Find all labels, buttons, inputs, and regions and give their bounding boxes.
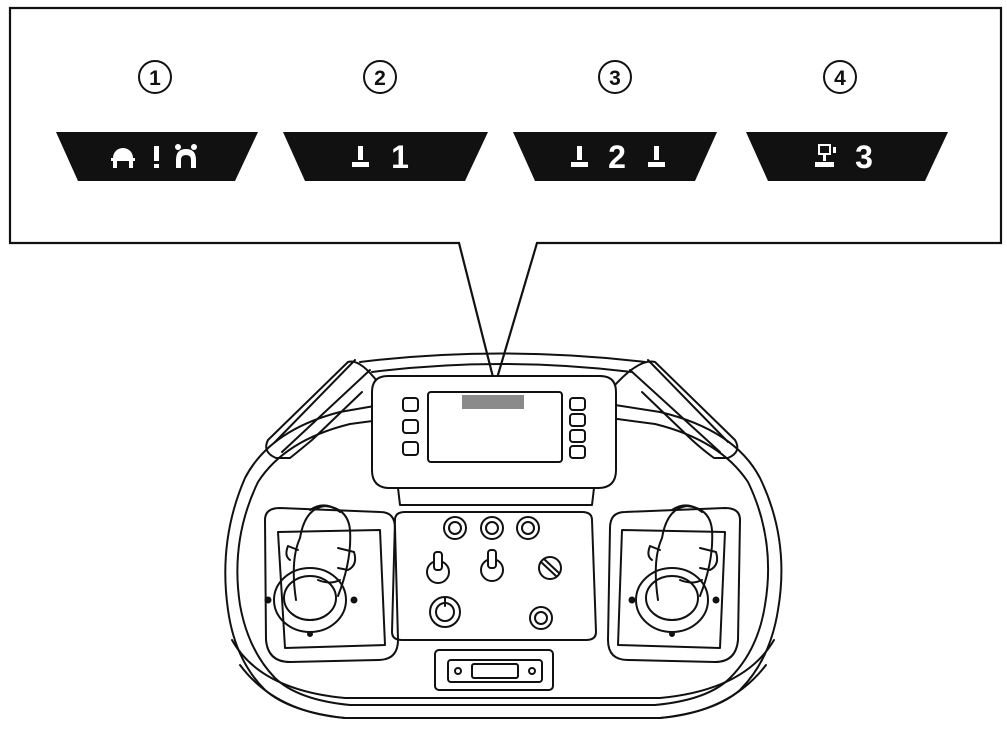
svg-text:1: 1	[149, 67, 161, 90]
display-housing	[371, 375, 617, 489]
callout-3-number: 3	[598, 60, 632, 94]
callout-2-number: 2	[363, 60, 397, 94]
svg-text:4: 4	[834, 67, 846, 90]
controller-body	[224, 384, 783, 719]
svg-text:2: 2	[374, 67, 386, 90]
connector-housing	[434, 649, 554, 691]
svg-text:3: 3	[609, 67, 621, 90]
controller	[224, 352, 783, 719]
display-button-right-1[interactable]	[569, 397, 586, 411]
toggle-switch-2[interactable]	[480, 549, 504, 582]
right-handle	[614, 360, 739, 459]
large-dial[interactable]	[429, 596, 461, 628]
operator-warning-icon	[111, 144, 197, 168]
connector-port	[471, 663, 519, 679]
display-button-right-2[interactable]	[569, 413, 586, 427]
knob-2[interactable]	[480, 516, 504, 540]
rotary-selector[interactable]	[538, 556, 562, 580]
left-joystick-pod	[264, 507, 399, 663]
callout-1-number: 1	[138, 60, 172, 94]
indicator-tab-4: 3	[746, 132, 948, 181]
indicator-label-4: 3	[855, 139, 873, 175]
warning-bar-icon	[352, 146, 369, 167]
indicator-tab-1	[56, 132, 258, 181]
left-handle	[265, 360, 381, 459]
warning-bar-icon	[571, 146, 588, 167]
display-button-left-1[interactable]	[402, 397, 419, 412]
push-button[interactable]	[529, 606, 553, 630]
screen-indicator-bar	[462, 395, 524, 409]
indicator-label-2: 1	[391, 139, 409, 175]
display-button-right-3[interactable]	[569, 429, 586, 443]
callout-4-number: 4	[823, 60, 857, 94]
warning-bar-icon-right	[648, 146, 665, 167]
center-panel	[391, 511, 597, 641]
indicator-tab-2: 1	[283, 132, 488, 181]
right-joystick-pod	[607, 507, 741, 663]
callout-frame	[8, 6, 1003, 390]
knob-1[interactable]	[443, 516, 467, 540]
left-joystick[interactable]	[264, 504, 358, 637]
right-joystick[interactable]	[628, 504, 720, 637]
display-button-left-3[interactable]	[402, 441, 419, 456]
indicator-tab-3: 2	[513, 132, 717, 181]
display-button-left-2[interactable]	[402, 419, 419, 434]
lever-icon	[815, 144, 836, 167]
display-button-right-4[interactable]	[569, 445, 586, 459]
toggle-switch-1[interactable]	[426, 551, 450, 584]
display-screen	[427, 391, 563, 463]
indicator-label-3: 2	[608, 139, 626, 175]
knob-3[interactable]	[516, 516, 540, 540]
